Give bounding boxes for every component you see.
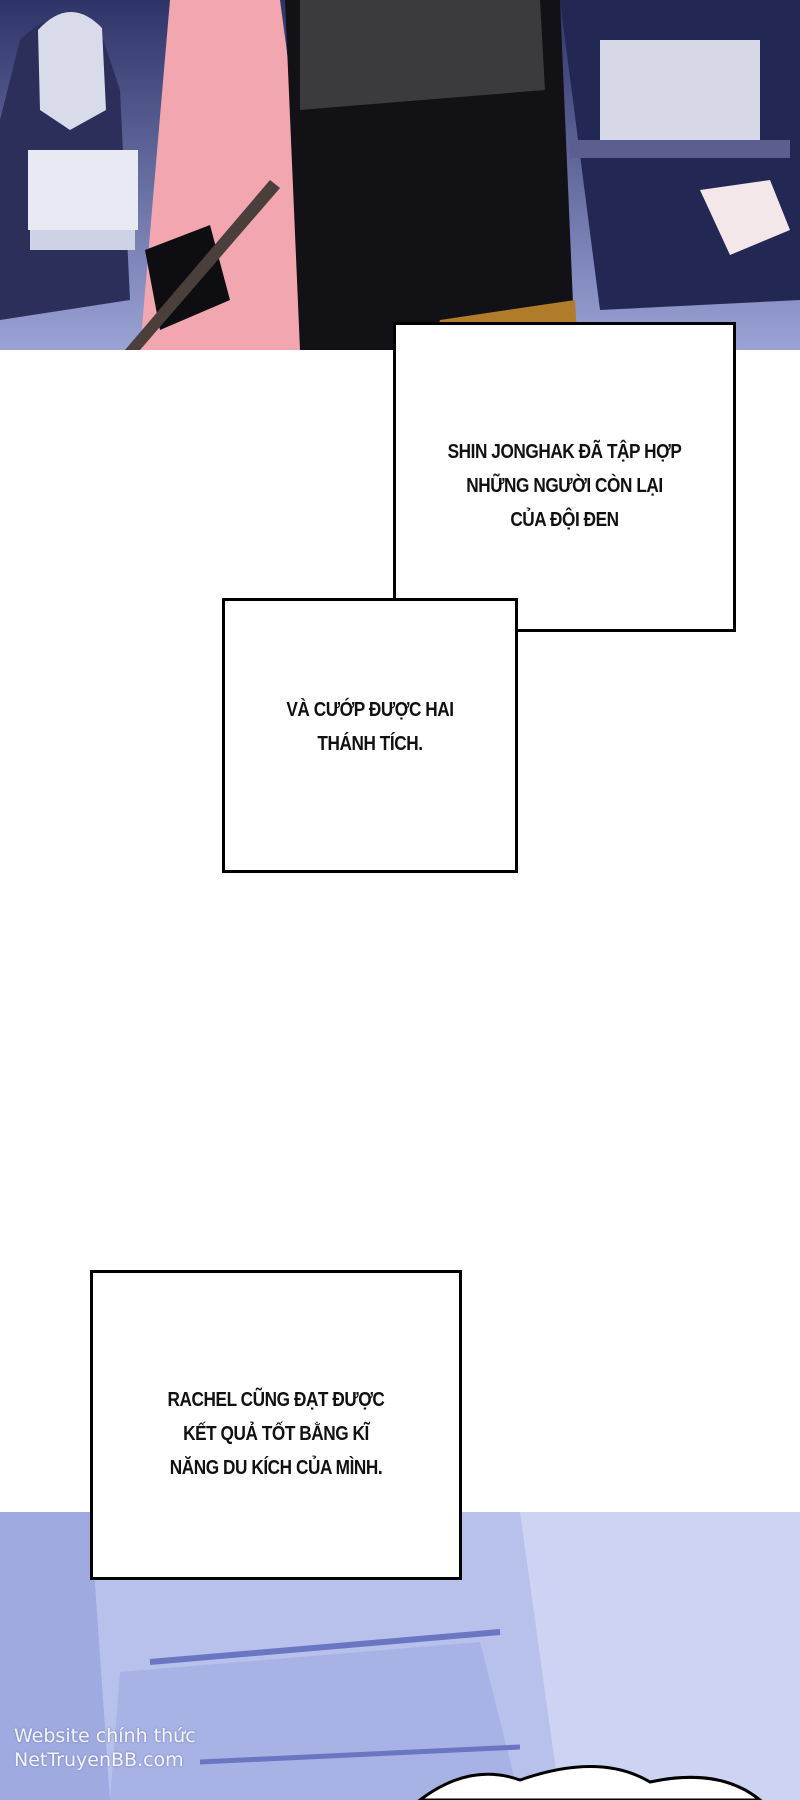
caption-1-text: SHIN JONGHAK ĐÃ TẬP HỢP NHỮNG NGƯỜI CÒN … (420, 435, 710, 537)
caption-3-line-1: RACHEL CŨNG ĐẠT ĐƯỢC (167, 1389, 385, 1411)
caption-3-line-3: NĂNG DU KÍCH CỦA MÌNH. (169, 1457, 383, 1479)
caption-joint-mask (396, 601, 515, 635)
top-panel-artwork (0, 0, 800, 350)
caption-1-line-1: SHIN JONGHAK ĐÃ TẬP HỢP (447, 441, 682, 463)
top-comic-panel (0, 0, 800, 350)
caption-3-text: RACHEL CŨNG ĐẠT ĐƯỢC KẾT QUẢ TỐT BẰNG KĨ… (119, 1383, 434, 1485)
caption-2-line-2: THÁNH TÍCH. (317, 733, 423, 755)
caption-box-2: VÀ CƯỚP ĐƯỢC HAI THÁNH TÍCH. (222, 598, 518, 873)
caption-box-1: SHIN JONGHAK ĐÃ TẬP HỢP NHỮNG NGƯỜI CÒN … (393, 322, 736, 632)
caption-2-text: VÀ CƯỚP ĐƯỢC HAI THÁNH TÍCH. (245, 693, 494, 761)
watermark-site: NetTruyenBB.com (14, 1749, 184, 1771)
caption-box-3: RACHEL CŨNG ĐẠT ĐƯỢC KẾT QUẢ TỐT BẰNG KĨ… (90, 1270, 462, 1580)
site-watermark: Website chính thức NetTruyenBB.com (14, 1724, 196, 1772)
caption-2-line-1: VÀ CƯỚP ĐƯỢC HAI (286, 699, 454, 721)
caption-3-line-2: KẾT QUẢ TỐT BẰNG KĨ (183, 1423, 369, 1445)
watermark-label: Website chính thức (14, 1725, 196, 1747)
caption-1-line-3: CỦA ĐỘI ĐEN (510, 509, 619, 531)
caption-1-line-2: NHỮNG NGƯỜI CÒN LẠI (466, 475, 663, 497)
